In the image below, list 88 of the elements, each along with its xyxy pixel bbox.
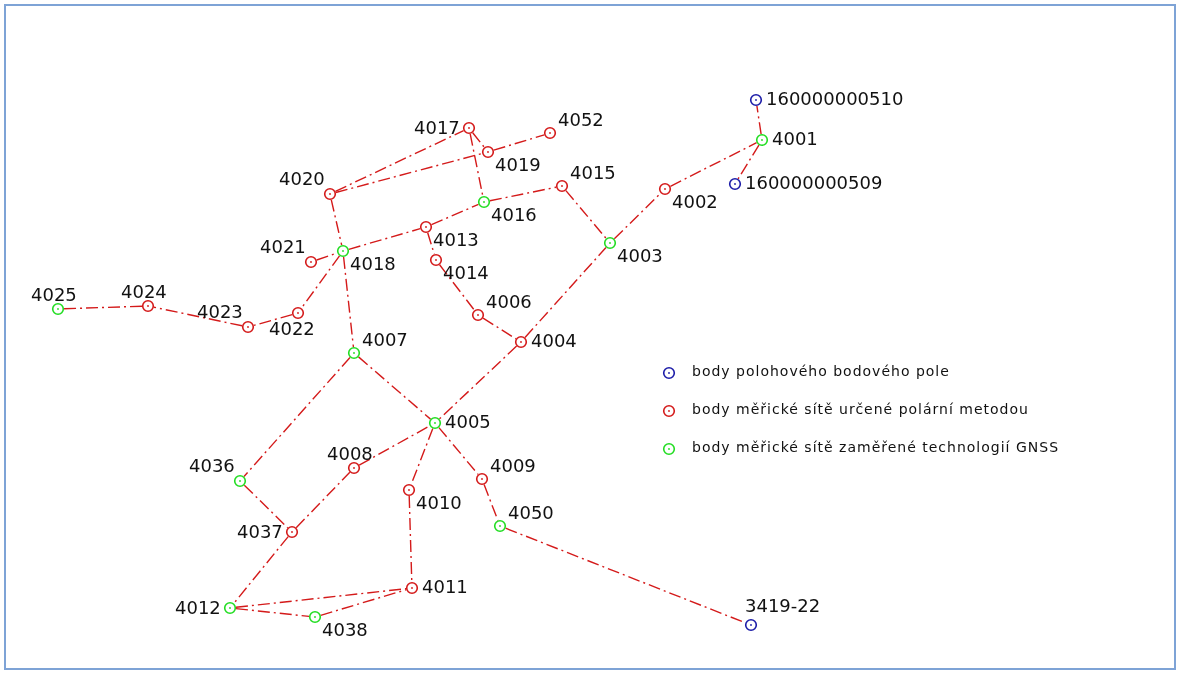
point-number: 4012 — [175, 598, 221, 618]
point-number: 4021 — [260, 237, 306, 257]
survey-point — [121, 282, 167, 313]
survey-line — [63, 305, 143, 310]
point-number: 4020 — [279, 169, 325, 189]
survey-line — [737, 144, 760, 180]
survey-point — [405, 577, 468, 597]
point-number: 4002 — [672, 192, 718, 212]
legend-text: body měřické sítě určené polární metodou — [692, 401, 1029, 417]
survey-line — [482, 317, 517, 340]
point-number: 4038 — [322, 620, 368, 640]
survey-point — [279, 169, 337, 201]
survey-point — [260, 237, 318, 269]
point-number: 4052 — [558, 110, 604, 130]
point-number: 4010 — [416, 493, 462, 513]
point-number: 4018 — [350, 254, 396, 274]
point-number: 4015 — [570, 163, 616, 183]
legend-text: body měřické sítě zaměřené technologií GNSS — [692, 439, 1060, 455]
survey-point — [189, 456, 247, 488]
point-number: 4013 — [433, 230, 479, 250]
point-number: 4008 — [327, 444, 373, 464]
survey-line — [243, 356, 351, 478]
survey-line — [493, 134, 545, 151]
survey-line — [334, 129, 465, 193]
point-number: 4009 — [490, 456, 536, 476]
point-number: 4050 — [508, 503, 554, 523]
survey-point — [755, 129, 818, 149]
point-number: 4006 — [486, 292, 532, 312]
point-number: 4024 — [121, 282, 167, 302]
point-number: 4003 — [617, 246, 663, 266]
legend-text: body polohového bodového pole — [692, 363, 950, 379]
survey-line — [524, 246, 607, 339]
survey-line — [295, 471, 351, 529]
point-number: 4025 — [31, 285, 77, 305]
survey-point — [493, 503, 554, 533]
survey-point — [327, 444, 373, 475]
survey-line — [438, 264, 476, 311]
survey-line — [438, 345, 518, 420]
point-number: 4017 — [414, 118, 460, 138]
survey-point — [197, 302, 255, 334]
survey-point — [475, 456, 536, 486]
survey-point — [744, 596, 820, 632]
survey-point — [543, 110, 604, 140]
survey-line — [233, 535, 289, 605]
survey-line — [153, 306, 243, 327]
point-number: 4005 — [445, 412, 491, 432]
survey-line — [669, 142, 758, 187]
point-number: 4037 — [237, 522, 283, 542]
survey-line — [756, 105, 762, 135]
point-number: 4011 — [422, 577, 468, 597]
survey-line — [330, 199, 343, 246]
survey-line — [469, 133, 484, 197]
survey-line — [253, 313, 293, 327]
survey-line — [235, 588, 407, 608]
survey-line — [235, 607, 310, 618]
point-number: 160000000510 — [766, 89, 904, 109]
survey-line — [243, 484, 289, 529]
survey-line — [335, 152, 483, 194]
point-number: 4022 — [269, 319, 315, 339]
survey-line — [300, 255, 341, 309]
point-number: 160000000509 — [745, 173, 883, 193]
point-number: 4036 — [189, 456, 235, 476]
survey-point — [31, 285, 77, 316]
point-number: 3419-22 — [745, 596, 821, 616]
point-number: 4007 — [362, 330, 408, 350]
survey-line — [489, 186, 557, 202]
survey-point — [514, 331, 577, 351]
point-number: 4023 — [197, 302, 243, 322]
survey-line — [357, 356, 432, 420]
survey-line — [320, 589, 407, 616]
survey-point — [555, 163, 616, 193]
point-number: 4004 — [531, 331, 577, 351]
survey-line — [342, 256, 355, 348]
survey-point — [471, 292, 532, 322]
survey-line — [430, 203, 480, 226]
survey-line — [565, 189, 607, 240]
survey-line — [408, 495, 413, 583]
survey-point — [347, 330, 408, 360]
point-number: 4016 — [491, 205, 537, 225]
survey-line — [348, 228, 421, 250]
survey-line — [358, 425, 431, 466]
survey-line — [613, 192, 662, 240]
survey-line — [438, 426, 479, 476]
survey-line — [472, 132, 485, 148]
point-number: 4019 — [495, 155, 541, 175]
point-number: 4014 — [443, 263, 489, 283]
survey-point — [428, 412, 491, 432]
point-number: 4001 — [772, 129, 818, 149]
